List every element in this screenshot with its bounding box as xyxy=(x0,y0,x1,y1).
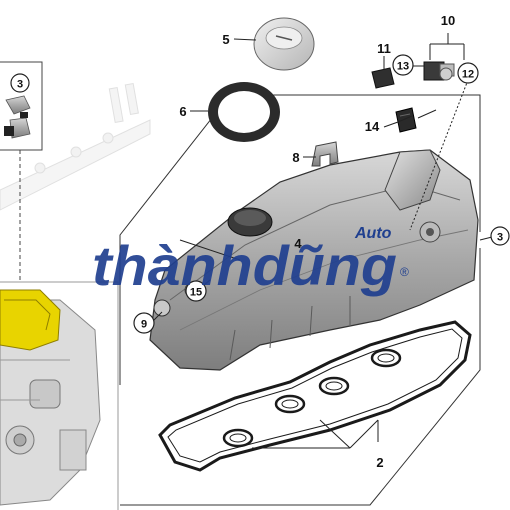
engine-inset-frame xyxy=(0,281,119,510)
sensor-12-13 xyxy=(423,61,455,81)
callout-8: 8 xyxy=(292,150,299,165)
svg-text:15: 15 xyxy=(190,287,202,299)
connector-11 xyxy=(371,67,395,89)
spark-plug-seals xyxy=(222,348,402,448)
callout-14: 14 xyxy=(365,119,380,134)
watermark-suffix: Auto xyxy=(354,225,392,242)
callout-10: 10 xyxy=(441,13,455,28)
oil-filler-cap xyxy=(253,17,315,71)
engine-block xyxy=(0,289,101,506)
watermark-logo: thànhdũng Auto ® xyxy=(92,225,409,297)
watermark-brand: thànhdũng xyxy=(92,234,397,297)
callout-15: 15 xyxy=(185,280,207,302)
callout-9: 9 xyxy=(133,312,155,334)
callout-3-right: 3 xyxy=(490,226,510,246)
fuel-rail xyxy=(0,82,151,211)
svg-text:9: 9 xyxy=(141,319,147,331)
callout-4: 4 xyxy=(294,236,302,251)
callout-5: 5 xyxy=(222,32,229,47)
callout-6: 6 xyxy=(179,104,186,119)
clip-part-left xyxy=(4,95,31,139)
callout-12: 12 xyxy=(457,62,479,84)
clip-8 xyxy=(311,141,339,167)
callout-2: 2 xyxy=(376,455,383,470)
svg-text:3: 3 xyxy=(17,79,23,91)
callout-11: 11 xyxy=(377,41,391,56)
filler-cap-seal-ring xyxy=(208,82,280,142)
leader-lines xyxy=(151,33,493,449)
svg-text:3: 3 xyxy=(497,232,503,244)
svg-text:12: 12 xyxy=(462,69,474,81)
cylinder-head-cover xyxy=(149,149,479,371)
cover-gasket xyxy=(158,320,472,472)
watermark-registered: ® xyxy=(400,265,409,279)
callout-3-left: 3 xyxy=(10,73,30,93)
bracket-14 xyxy=(395,107,417,133)
callout-13: 13 xyxy=(392,54,414,76)
svg-text:13: 13 xyxy=(397,61,409,73)
